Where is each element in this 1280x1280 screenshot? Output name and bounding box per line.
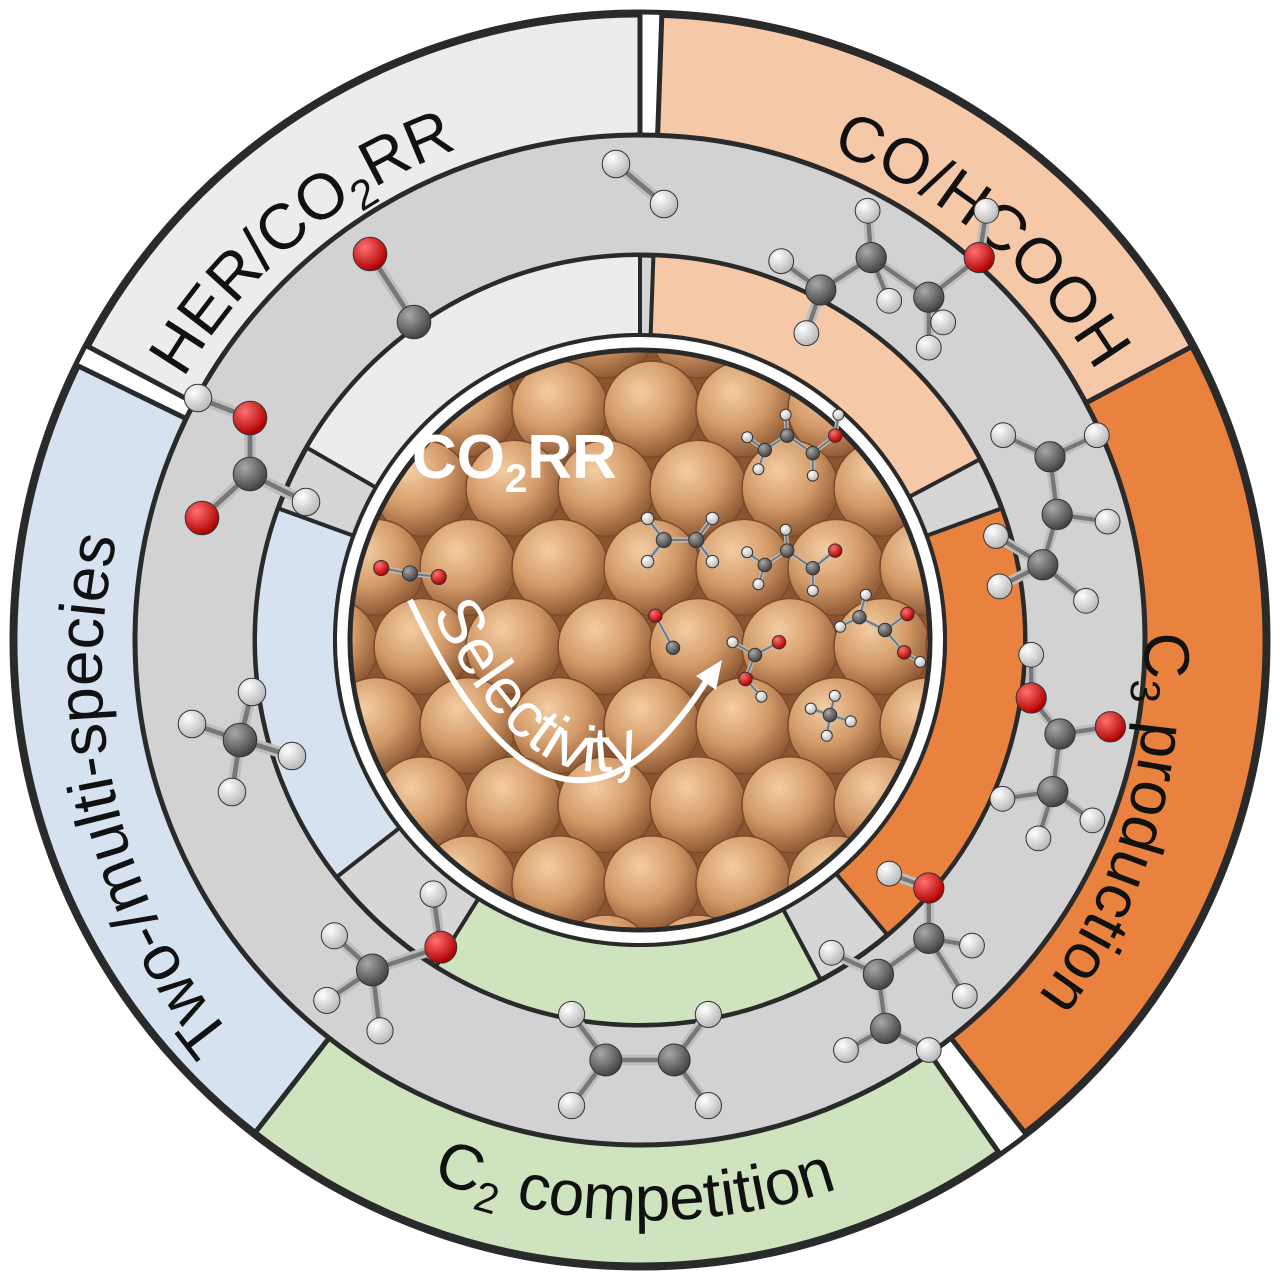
label-c3-part-1: 3 <box>1121 679 1169 704</box>
center-propionate <box>834 588 927 669</box>
label-c3-part-0: C <box>1130 631 1204 680</box>
ethylene-molecule <box>558 1000 722 1120</box>
propionic-acid-molecule <box>989 641 1127 852</box>
center-outline <box>347 347 933 933</box>
center-title-subscript: 2 <box>505 457 527 501</box>
center-methane <box>804 689 857 742</box>
propanol-molecule <box>768 197 1000 361</box>
center-title-suffix: RR <box>527 423 617 492</box>
formic-acid-molecule <box>183 383 321 536</box>
methanol-molecule <box>313 880 458 1045</box>
molecules <box>177 149 1127 1120</box>
center-cooh <box>726 634 787 703</box>
center-propanol <box>741 408 845 482</box>
selectivity-arrowhead <box>696 660 722 690</box>
allyl-alcohol-molecule <box>818 860 985 1063</box>
center-title: CO2RR <box>412 423 617 501</box>
center-ethylene <box>640 511 720 569</box>
co-molecule <box>352 236 432 340</box>
center-co2 <box>373 559 447 586</box>
propylene-molecule <box>983 422 1121 614</box>
center-co <box>648 608 681 656</box>
selectivity-arrow <box>407 598 715 784</box>
center-propanol-2 <box>741 523 843 597</box>
methane-molecule <box>177 677 307 807</box>
inner-colored-arcs <box>253 252 1027 1027</box>
center-title-prefix: CO <box>412 423 505 492</box>
h2-molecule <box>601 149 679 219</box>
